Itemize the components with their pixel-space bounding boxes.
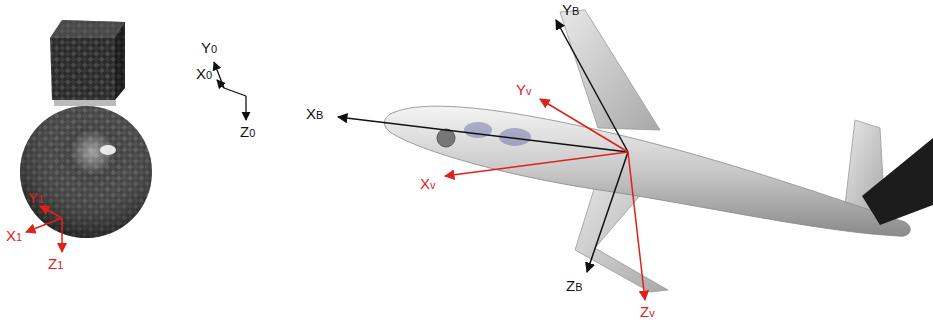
axis-label: Xv <box>420 176 436 193</box>
axis-label: X1 <box>6 228 22 245</box>
uav <box>384 10 933 292</box>
axis-label: Yv <box>516 82 532 99</box>
axis-label: XB <box>306 106 323 123</box>
base-axes <box>214 62 246 120</box>
axis-label: Z1 <box>48 256 63 273</box>
axis-label: X0 <box>196 66 212 83</box>
axis-label: Z0 <box>240 124 255 141</box>
body-axes <box>338 20 628 272</box>
axis-label: ZB <box>566 278 583 295</box>
axis-label: Y0 <box>201 40 217 57</box>
gimbal-camera <box>20 20 152 238</box>
axis-label: Y1 <box>28 190 44 207</box>
axis-label: YB <box>562 2 579 19</box>
axis-label: Zv <box>640 304 655 321</box>
camera-axes <box>26 206 62 252</box>
velocity-axes <box>445 99 645 300</box>
